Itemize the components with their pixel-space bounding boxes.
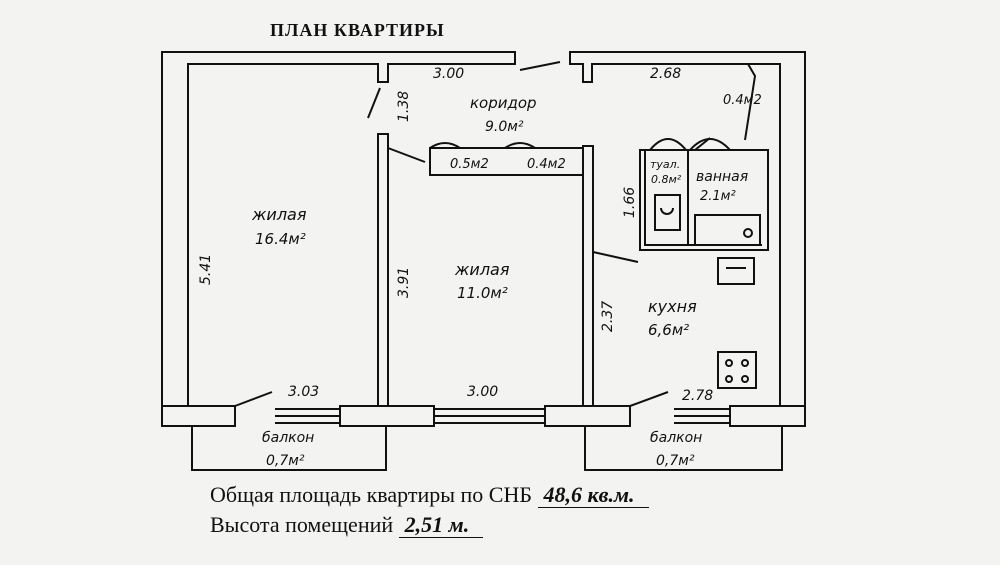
bath-door-arcs — [649, 137, 731, 151]
summary-height: Высота помещений 2,51 м. — [210, 512, 484, 538]
summary-area: Общая площадь квартиры по СНБ 48,6 кв.м. — [210, 482, 649, 508]
plan-title: ПЛАН КВАРТИРЫ — [270, 20, 445, 40]
window-3 — [674, 408, 730, 424]
dim-room1-width: 3.03 — [288, 384, 319, 400]
room-corridor-name: коридор — [470, 94, 537, 112]
balcony2-area: 0,7м² — [656, 453, 695, 469]
summary-height-value: 2,51 м. — [398, 513, 484, 538]
closet2-area: 0.4м2 — [527, 157, 566, 172]
balcony-1-outline — [191, 426, 387, 471]
summary-area-value: 48,6 кв.м. — [537, 483, 649, 508]
bathtub — [694, 214, 761, 246]
door-3 — [629, 391, 669, 407]
dim-room2-height: 3.91 — [396, 267, 412, 298]
wall-top-right — [569, 51, 806, 407]
wall-interior-2 — [582, 145, 594, 407]
balcony1-area: 0,7м² — [266, 453, 305, 469]
wall-closet-top — [429, 147, 584, 176]
wall-interior-1 — [377, 133, 389, 407]
summary-height-label: Высота помещений — [210, 512, 394, 537]
balcony1-name: балкон — [262, 430, 314, 446]
room-bath-name: ванная — [696, 169, 748, 185]
room-living2-name: жилая — [454, 260, 510, 279]
dim-bath-height: 1.66 — [622, 187, 638, 218]
room-toilet-name: туал. — [650, 158, 680, 171]
closet3-area: 0.4м2 — [723, 93, 762, 108]
kitchen-stove — [717, 351, 757, 389]
stove-burner — [741, 359, 749, 367]
toilet-fixture — [654, 194, 681, 231]
closet-door-3 — [504, 142, 536, 149]
door-2 — [234, 391, 273, 407]
dim-kitchen-height: 2.37 — [600, 301, 616, 332]
door-closet-right — [744, 63, 757, 141]
balcony2-name: балкон — [650, 430, 702, 446]
kitchen-sink — [717, 257, 755, 285]
basin — [743, 228, 753, 238]
closet1-area: 0.5м2 — [450, 157, 489, 172]
closet-door-2 — [429, 142, 461, 149]
window-1 — [275, 408, 340, 424]
wall-bottom — [161, 405, 806, 427]
dim-corridor-height: 1.38 — [396, 91, 412, 122]
closet-door-1 — [387, 147, 426, 163]
door-1 — [367, 87, 381, 119]
dim-kitchen-width: 2.78 — [682, 388, 713, 404]
dim-kitchen-top: 2.68 — [650, 66, 681, 82]
room-corridor-area: 9.0м² — [485, 119, 524, 135]
stove-burner — [741, 375, 749, 383]
room-living1-area: 16.4м² — [255, 230, 306, 248]
stove-burner — [725, 359, 733, 367]
dim-room2-width: 3.00 — [467, 384, 498, 400]
summary-area-label: Общая площадь квартиры по СНБ — [210, 482, 532, 507]
window-2 — [434, 408, 545, 424]
door-4 — [519, 61, 561, 71]
room-bath-area: 2.1м² — [700, 189, 736, 204]
wall-top-left — [161, 51, 516, 407]
room-kitchen-name: кухня — [648, 297, 697, 316]
room-living2-area: 11.0м² — [457, 284, 508, 302]
dim-room1-height: 5.41 — [198, 254, 214, 285]
dim-corridor-width: 3.00 — [433, 66, 464, 82]
room-toilet-area: 0.8м² — [651, 173, 682, 186]
balcony-2-outline — [584, 426, 783, 471]
room-living1-name: жилая — [251, 205, 307, 224]
door-kitchen — [592, 251, 639, 263]
stove-burner — [725, 375, 733, 383]
room-kitchen-area: 6,6м² — [648, 321, 689, 339]
